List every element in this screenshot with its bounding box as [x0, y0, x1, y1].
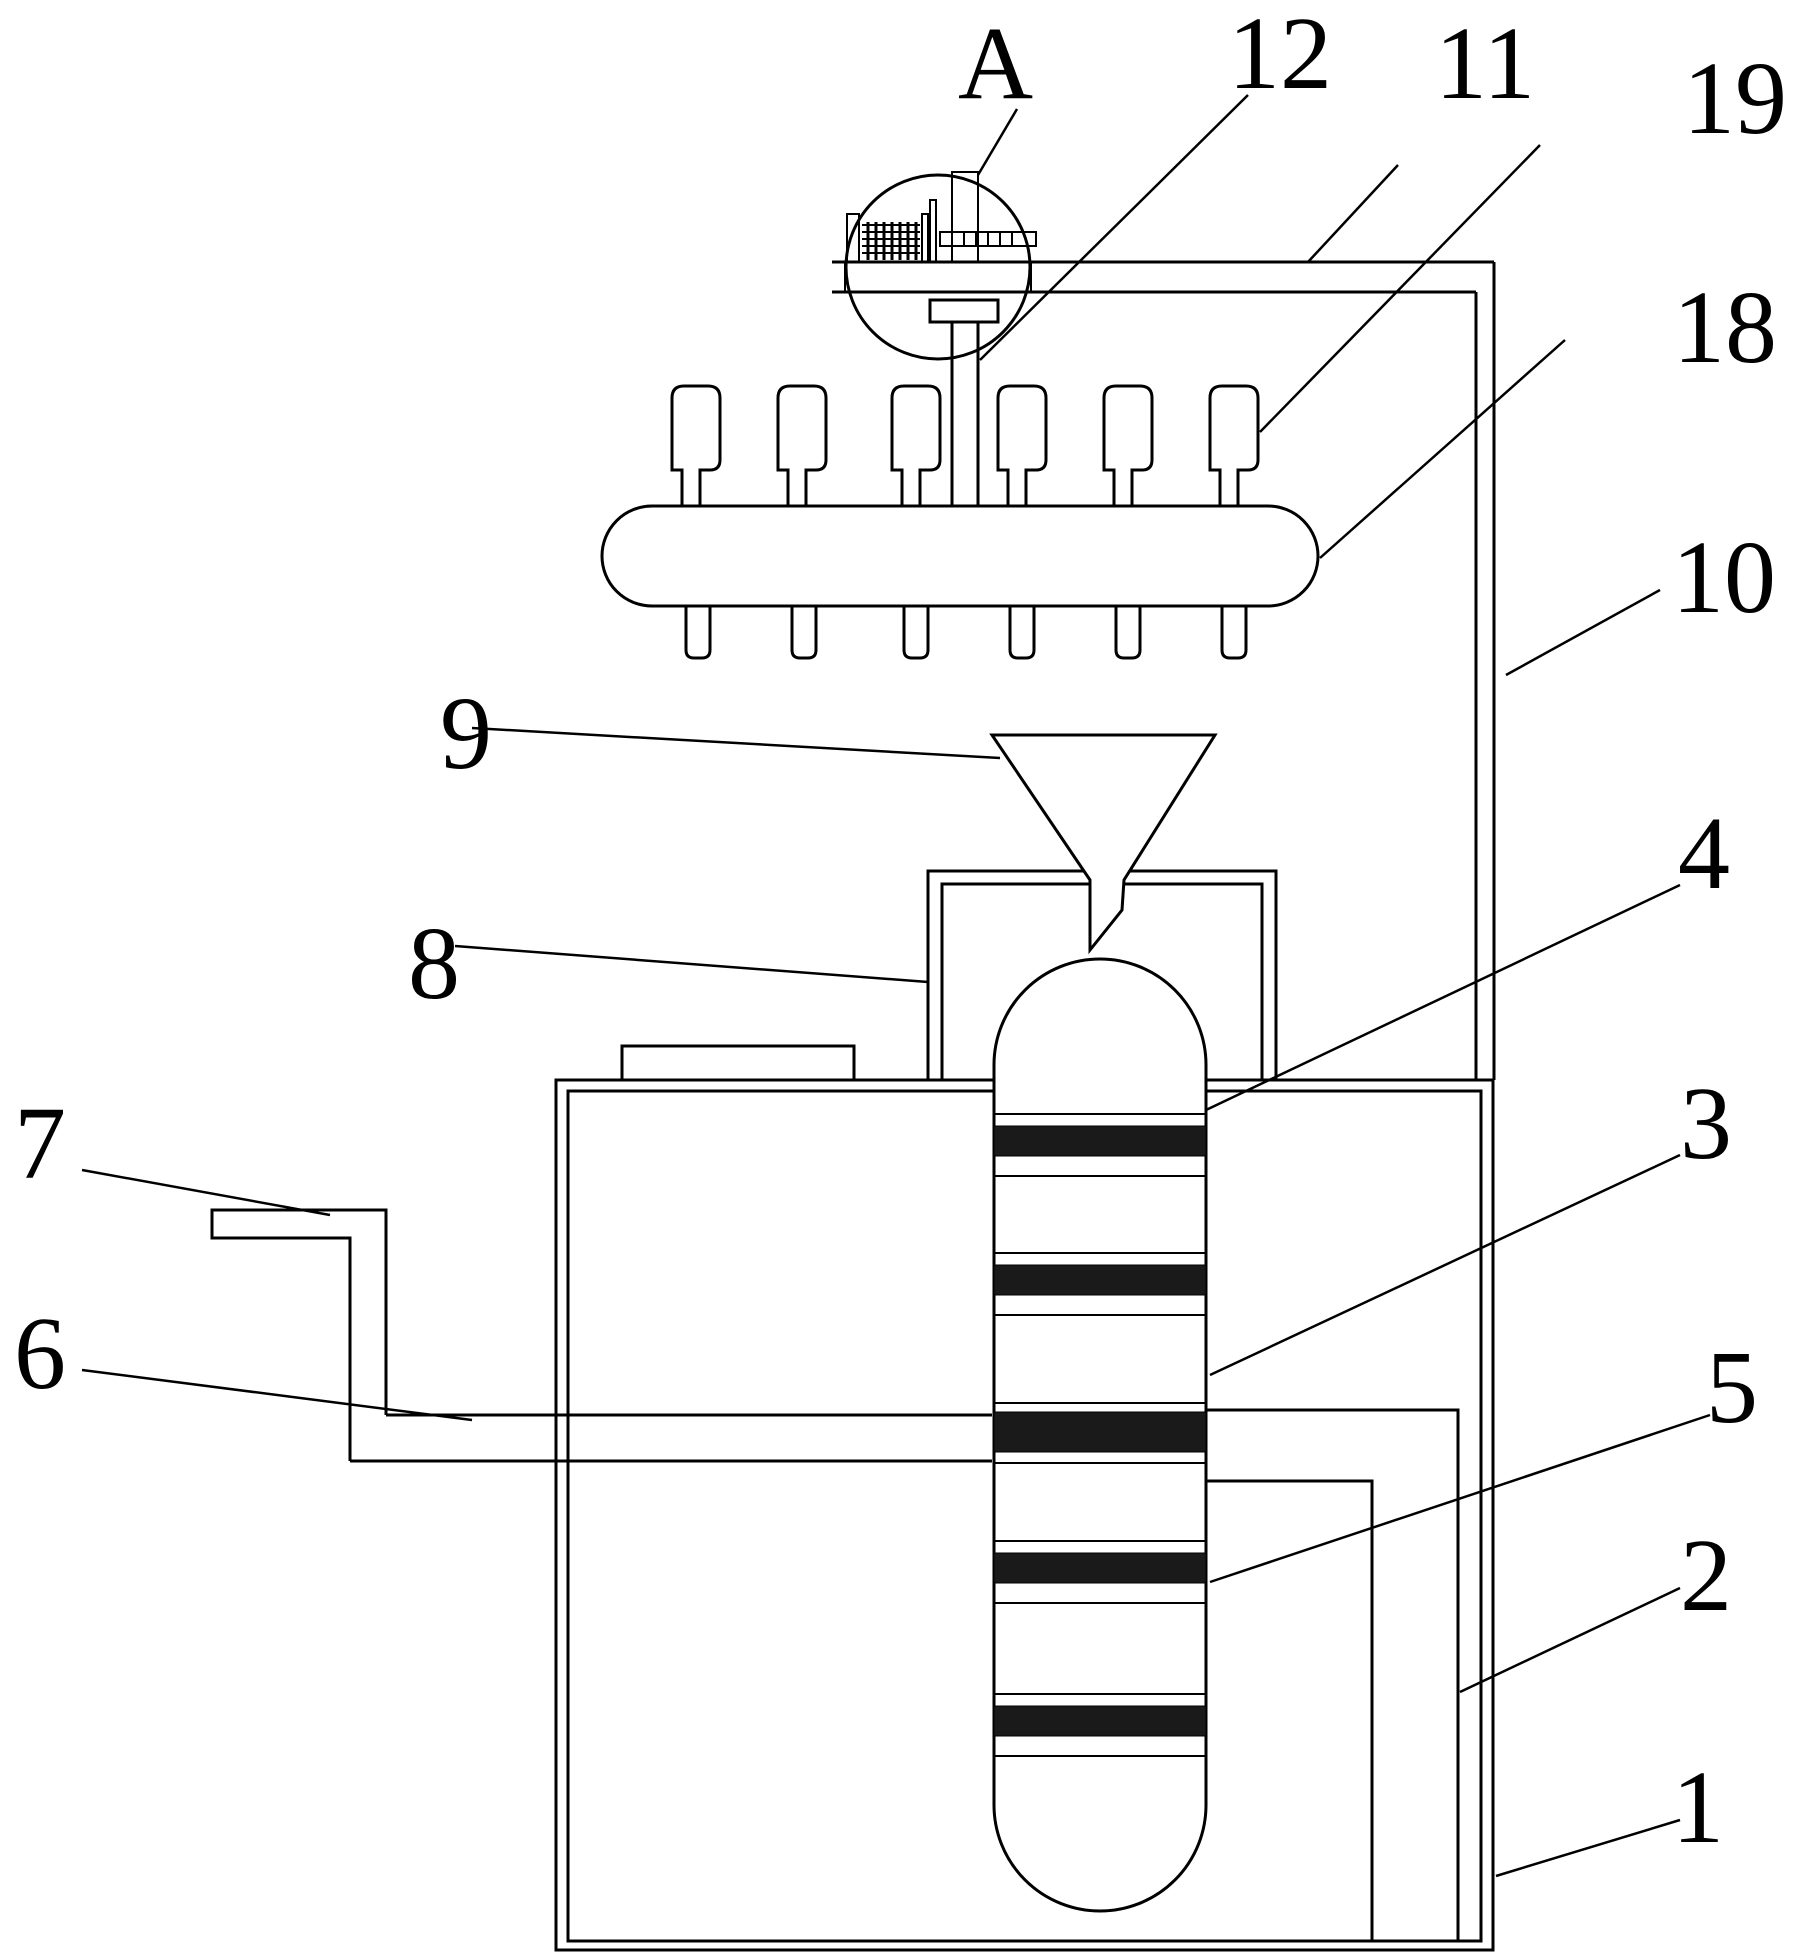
callout-1: 1 — [1672, 1750, 1724, 1865]
column — [992, 957, 1208, 1913]
nozzle-5 — [1102, 384, 1154, 660]
callout-3: 3 — [1680, 1066, 1732, 1181]
nozzle-2 — [776, 384, 828, 660]
inner-container — [1200, 1408, 1460, 1941]
mesh-layer-4 — [993, 1540, 1207, 1604]
mesh-layer-2 — [993, 1252, 1207, 1316]
nozzle-array — [670, 384, 1260, 660]
callout-19: 19 — [1683, 41, 1787, 156]
mesh-layer-3 — [993, 1402, 1207, 1464]
callout-4: 4 — [1678, 796, 1730, 911]
leader-lines — [81, 94, 1711, 1878]
callout-5: 5 — [1706, 1330, 1758, 1445]
tank-lid — [620, 1044, 856, 1082]
callout-2: 2 — [1680, 1518, 1732, 1633]
nozzle-1 — [670, 384, 722, 660]
nozzle-4 — [996, 384, 1048, 660]
outlet-pipe — [210, 1208, 992, 1463]
nozzle-6 — [1208, 384, 1260, 660]
callout-10: 10 — [1672, 520, 1776, 635]
callout-8: 8 — [408, 906, 460, 1021]
detail-circle-a — [844, 171, 1037, 361]
mesh-layer-1 — [993, 1113, 1207, 1177]
funnel — [989, 733, 1218, 955]
callout-labels: A 12 11 19 18 10 9 8 4 7 3 6 5 2 1 — [14, 0, 1787, 1865]
support-frame — [832, 260, 1496, 1080]
mesh-layer-5 — [993, 1693, 1207, 1757]
callout-11: 11 — [1435, 6, 1535, 121]
callout-12: 12 — [1228, 0, 1332, 111]
callout-6: 6 — [14, 1296, 66, 1411]
callout-18: 18 — [1673, 270, 1777, 385]
callout-7: 7 — [14, 1086, 66, 1201]
nozzle-bar — [600, 504, 1320, 608]
callout-9: 9 — [440, 676, 492, 791]
callout-a: A — [958, 6, 1033, 121]
nozzle-3 — [890, 384, 942, 660]
